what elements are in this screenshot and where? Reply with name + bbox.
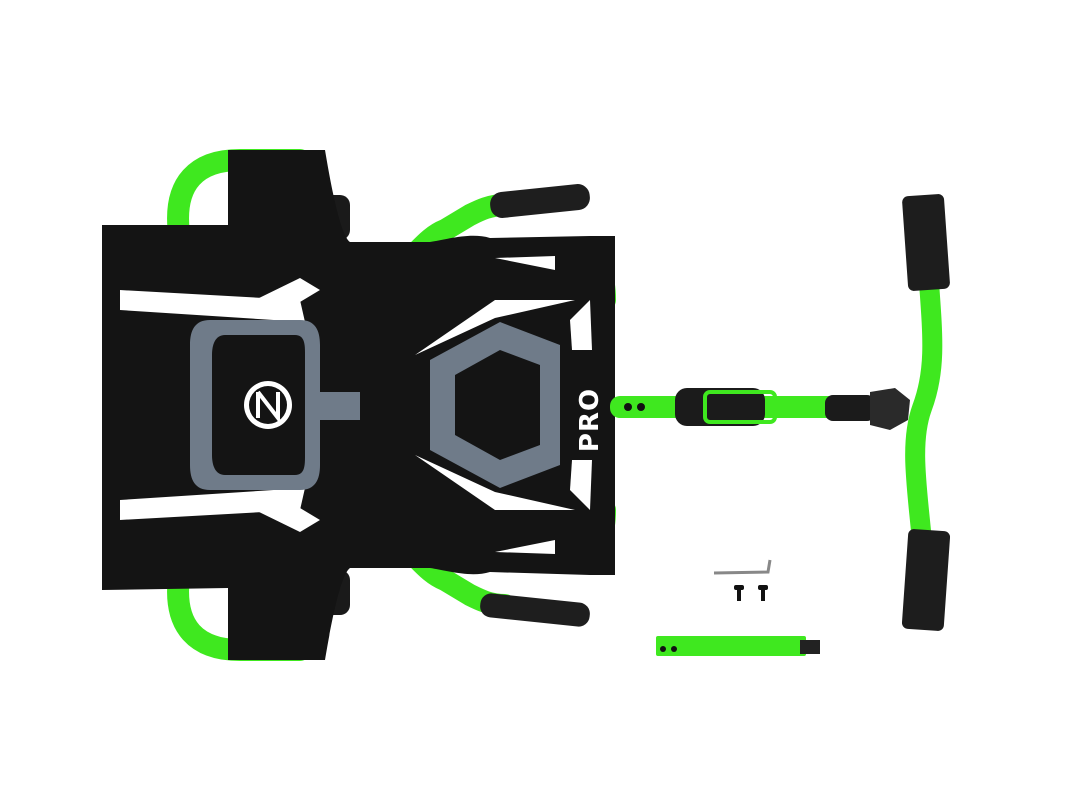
steering-bar bbox=[901, 194, 951, 631]
steering-column bbox=[610, 388, 910, 430]
extension-tube bbox=[656, 636, 820, 656]
brand-logo-icon bbox=[244, 381, 292, 429]
seat-pro-label: PRO bbox=[575, 387, 605, 453]
allen-key-icon bbox=[713, 559, 772, 575]
seat-stripes bbox=[120, 256, 592, 554]
bolt-icon bbox=[734, 585, 768, 601]
handlebar-grip bbox=[480, 184, 590, 627]
